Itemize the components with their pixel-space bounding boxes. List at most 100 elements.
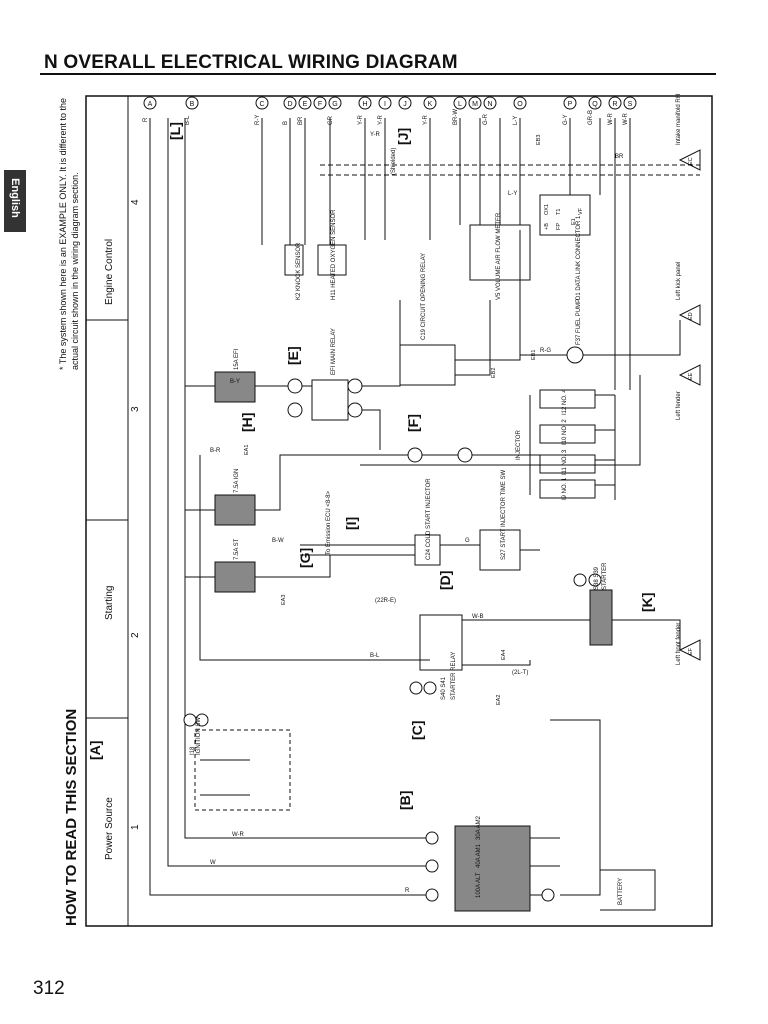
diagram-frame [85,95,713,927]
callout-l: [L] [167,122,183,140]
code-ea4: EA4 [501,650,507,660]
label-efi-relay: EFI MAIN RELAY [331,328,337,375]
top-bus-wires [149,118,631,390]
label-injector-no3: I11 NO. 3 [562,449,568,475]
starter-relay-out [462,600,601,666]
wire-color-top-2: R-Y [255,115,261,125]
page-number: 312 [33,978,65,999]
fuel-pump-wires [520,320,681,356]
grid-number-4: 4 [130,199,141,205]
fuel-pump-motor [566,346,584,364]
conn-k: K [428,101,433,108]
code-ec: EC [688,157,694,165]
conn-e: E [303,101,308,108]
section-title: HOW TO READ THIS SECTION [63,709,80,926]
label-oxygen-sensor: H11 HEATED OXYGEN SENSOR [331,209,337,300]
callout-j: [J] [395,128,411,145]
grid-number-3: 3 [130,406,141,412]
label-dlc: D1 DATA LINK CONNECTOR 1 [576,215,582,300]
callout-k: [K] [639,593,655,612]
dlc-pin-ox1: OX1 [544,204,550,215]
label-injector-no4: I12 NO. 4 [562,389,568,415]
callout-b: [B] [397,791,413,810]
label-battery: BATTERY [618,878,624,905]
wire-color-top-4: BR [298,116,304,125]
callout-e: [E] [285,346,301,365]
label-knock-sensor: K2 KNOCK SENSOR [296,242,302,300]
label-starter-ids: S38 S39 [594,566,600,590]
callout-f: [F] [405,414,421,432]
fuse-ign [214,494,256,526]
code-eb1: EB1 [531,350,537,360]
label-fuel-pump: F37 FUEL PUMP [576,299,582,345]
ground-left-fender [678,364,701,386]
wire-label-r: R [405,888,410,894]
circuit-relay-wires [455,230,521,376]
conn-r: R [612,101,617,108]
ground-intake-manifold [678,149,701,171]
page-title: N OVERALL ELECTRICAL WIRING DIAGRAM [44,52,458,73]
label-starting: Starting [104,586,115,620]
knock-sensor-body [284,244,304,276]
label-ignition-sw-id: I18 [190,746,196,755]
fuse-label-st: 7.5A ST [234,538,240,560]
callout-c: [C] [409,721,425,740]
conn-s: S [628,101,633,108]
label-left-front-fender: Left front fender [676,623,682,665]
label-left-kick-panel: Left kick panel [676,262,682,300]
wire-color-top-3: B [283,121,289,125]
wire-color-top-12: G-Y [563,114,569,125]
conn-g: G [332,101,337,108]
efi-main-relay-body [311,379,349,421]
starter-ground-wire [612,619,681,650]
ignition-switch-body [194,729,291,811]
start-time-sw-body [479,529,521,571]
wire-color-top-11: L-Y [513,116,519,125]
starter-relay-body [419,614,463,671]
callout-d: [D] [437,571,453,590]
circuit-opening-relay-body [399,344,456,386]
cold-start-injector-body [414,534,441,566]
callout-a: [A] [87,741,103,760]
injector-no4 [539,389,596,409]
junction-connectors [183,378,602,902]
dlc-pin-b: +B [544,223,550,230]
wire-label-wb: W-B [472,614,484,620]
wire-color-top-15: W-R [623,112,629,125]
label-injector-no2: I10 NO. 2 [562,419,568,445]
wire-label-by: B-Y [230,379,240,385]
injector-no2 [539,424,596,444]
code-ef: EF [688,647,694,655]
conn-d: D [287,101,292,108]
note-line-1: * The system shown here is an EXAMPLE ON… [58,98,68,370]
wire-color-top-6: Y-R [358,115,364,125]
bus-w [167,118,430,867]
grid-number-1: 1 [130,824,141,830]
conn-l: L [458,101,462,108]
wire-color-top-9: BR-W [453,109,459,125]
fuse-label-alt: 100A ALT [476,872,482,898]
wire-label-yr: Y-R [370,132,380,138]
cold-start-wires [300,544,540,556]
label-shielded: (Shielded) [391,148,397,175]
conn-m: M [472,101,478,108]
injector-no3 [539,454,596,474]
fuse-label-efi: 15A EFI [234,348,240,370]
language-tab[interactable]: English [4,170,26,232]
title-rule [40,73,716,75]
dlc-pin-t1: T1 [556,209,562,215]
callout-i: [I] [343,517,359,530]
label-left-fender: Left fender [676,391,682,420]
code-ea2: EA2 [496,695,502,705]
injector-no1 [539,479,596,499]
wire-label-ly: L-Y [508,191,517,197]
conn-b: B [190,101,195,108]
label-starter-relay-ids: S40 S41 [441,676,447,700]
label-circuit-relay: C19 CIRCUIT OPENING RELAY [421,253,427,340]
code-ee: EE [688,372,694,380]
label-engine-control: Engine Control [104,239,115,305]
wire-label-g: G [465,538,470,544]
conn-h: H [362,101,367,108]
fuse-label-am2: 30A AM2 [476,815,482,840]
